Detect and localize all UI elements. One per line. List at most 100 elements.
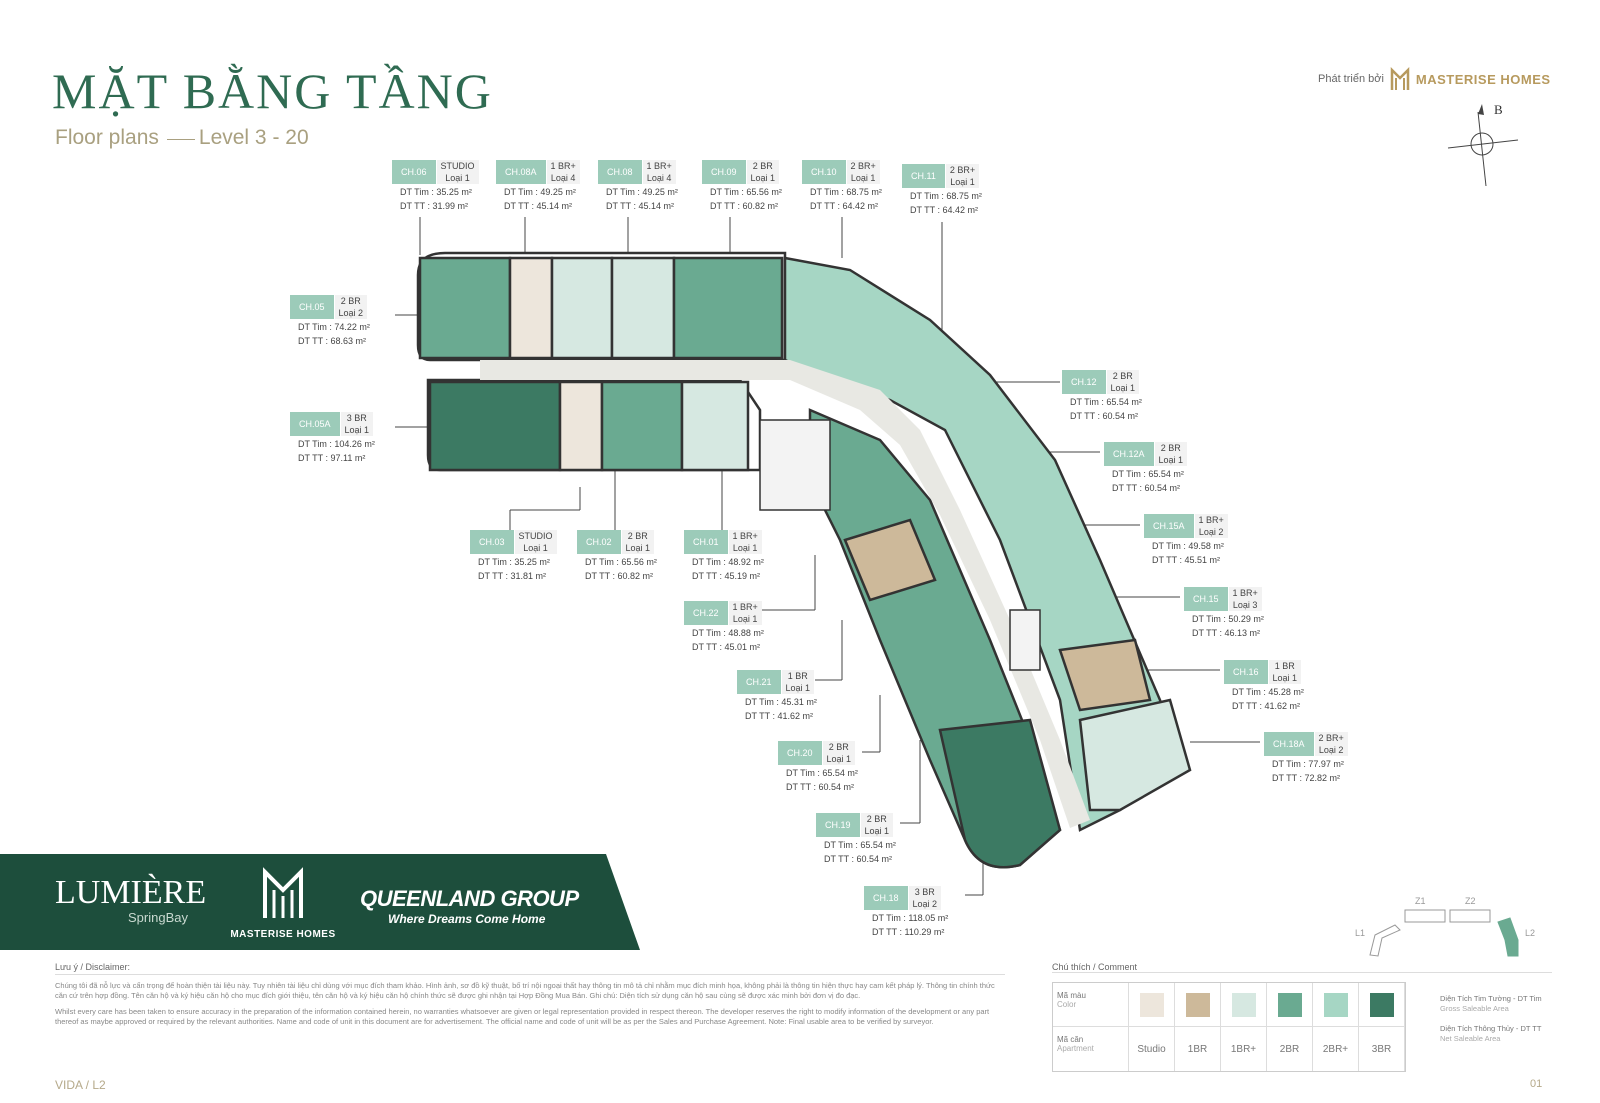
keyplan-label: Z2 [1465,896,1476,906]
unit-callout-ch15a[interactable]: CH.15A1 BR+Loại 2 DT Tim : 49.58 m² DT T… [1144,514,1228,566]
unit-dt-tim: DT Tim : 68.75 m² [810,187,882,197]
unit-code: CH.09 [702,160,746,184]
unit-dt-tt: DT TT : 60.54 m² [1112,483,1181,493]
legend-note-en: Gross Saleable Area [1440,1004,1509,1013]
unit-dt-tim: DT Tim : 65.54 m² [1112,469,1184,479]
unit-code: CH.03 [470,530,514,554]
unit-type: 2 BR+Loại 1 [945,164,980,188]
masterise-logo-icon [1390,66,1410,90]
unit-dt-tim: DT Tim : 65.54 m² [786,768,858,778]
legend-name: 3BR [1359,1027,1405,1071]
unit-dt-tt: DT TT : 97.11 m² [298,453,366,463]
unit-dt-tim: DT Tim : 65.54 m² [824,840,896,850]
legend-swatch-studio [1129,983,1175,1027]
legend-swatch-2br [1267,983,1313,1027]
legend-name: 2BR [1267,1027,1313,1071]
legend-swatch-2brplus [1313,983,1359,1027]
unit-dt-tim: DT Tim : 48.92 m² [692,557,764,567]
unit-code: CH.16 [1224,660,1268,684]
developer-name: MASTERISE HOMES [1415,71,1551,87]
unit-callout-ch22[interactable]: CH.221 BR+Loại 1 DT Tim : 48.88 m² DT TT… [684,601,764,653]
unit-dt-tim: DT Tim : 35.25 m² [400,187,472,197]
legend-notes: Diện Tích Tim Tường - DT Tim Gross Salea… [1440,994,1542,1054]
unit-callout-ch08[interactable]: CH.081 BR+Loại 4 DT Tim : 49.25 m² DT TT… [598,160,678,212]
unit-dt-tim: DT Tim : 49.58 m² [1152,541,1224,551]
unit-type: 2 BR+Loại 2 [1314,732,1348,756]
unit-dt-tim: DT Tim : 65.56 m² [710,187,782,197]
unit-type: 1 BR+Loại 4 [546,160,580,184]
keyplan-label: Z1 [1415,896,1426,906]
unit-dt-tt: DT TT : 110.29 m² [872,927,945,937]
unit-callout-ch10[interactable]: CH.102 BR+Loại 1 DT Tim : 68.75 m² DT TT… [802,160,882,212]
disclaimer: Lưu ý / Disclaimer: Chúng tôi đã nỗ lực … [55,962,1005,1033]
masterise-mark-icon [263,867,303,918]
keyplan-label: L1 [1355,928,1365,938]
keyplan-label: L2 [1525,928,1535,938]
unit-dt-tim: DT Tim : 49.25 m² [504,187,576,197]
unit-callout-ch08a[interactable]: CH.08A1 BR+Loại 4 DT Tim : 49.25 m² DT T… [496,160,580,212]
unit-dt-tim: DT Tim : 45.28 m² [1232,687,1304,697]
unit-code: CH.15 [1184,587,1228,611]
unit-dt-tim: DT Tim : 68.75 m² [910,191,982,201]
lumiere-subtitle: SpringBay [128,910,188,925]
subtitle-text: Floor plans [55,126,159,149]
unit-code: CH.05A [290,412,340,436]
legend-name: 2BR+ [1313,1027,1359,1071]
unit-dt-tim: DT Tim : 48.88 m² [692,628,764,638]
unit-dt-tt: DT TT : 41.62 m² [1232,701,1301,711]
unit-code: CH.10 [802,160,846,184]
legend-name: Studio [1129,1027,1175,1071]
legend-swatch-1br [1175,983,1221,1027]
legend-name: 1BR [1175,1027,1221,1071]
unit-dt-tt: DT TT : 60.82 m² [710,201,779,211]
unit-dt-tim: DT Tim : 74.22 m² [298,322,370,332]
unit-dt-tt: DT TT : 45.01 m² [692,642,761,652]
developer-credit: Phát triển bởi MASTERISE HOMES [1318,66,1551,92]
unit-dt-tt: DT TT : 31.81 m² [478,571,547,581]
unit-type: 1 BR+Loại 1 [728,530,762,554]
unit-code: CH.20 [778,741,822,765]
unit-dt-tt: DT TT : 60.54 m² [824,854,893,864]
unit-callout-ch01[interactable]: CH.011 BR+Loại 1 DT Tim : 48.92 m² DT TT… [684,530,764,582]
legend-note-en: Net Saleable Area [1440,1034,1501,1043]
masterise-homes-logo: MASTERISE HOMES [228,866,338,940]
unit-callout-ch15[interactable]: CH.151 BR+Loại 3 DT Tim : 50.29 m² DT TT… [1184,587,1264,639]
unit-type: 1 BR+Loại 1 [728,601,762,625]
unit-dt-tt: DT TT : 64.42 m² [810,201,879,211]
unit-callout-ch11[interactable]: CH.112 BR+Loại 1 DT Tim : 68.75 m² DT TT… [902,164,982,216]
unit-dt-tim: DT Tim : 118.05 m² [872,913,949,923]
disclaimer-en: Whilst every care has been taken to ensu… [55,1007,990,1026]
footer-left: VIDA / L2 [55,1078,106,1092]
unit-code: CH.21 [737,670,781,694]
compass-label: B [1494,102,1503,117]
queenland-tagline: Where Dreams Come Home [388,912,546,926]
unit-code: CH.08 [598,160,642,184]
unit-dt-tim: DT Tim : 65.56 m² [585,557,657,567]
unit-code: CH.18A [1264,732,1314,756]
unit-code: CH.06 [392,160,436,184]
unit-callout-ch18a[interactable]: CH.18A2 BR+Loại 2 DT Tim : 77.97 m² DT T… [1264,732,1348,784]
